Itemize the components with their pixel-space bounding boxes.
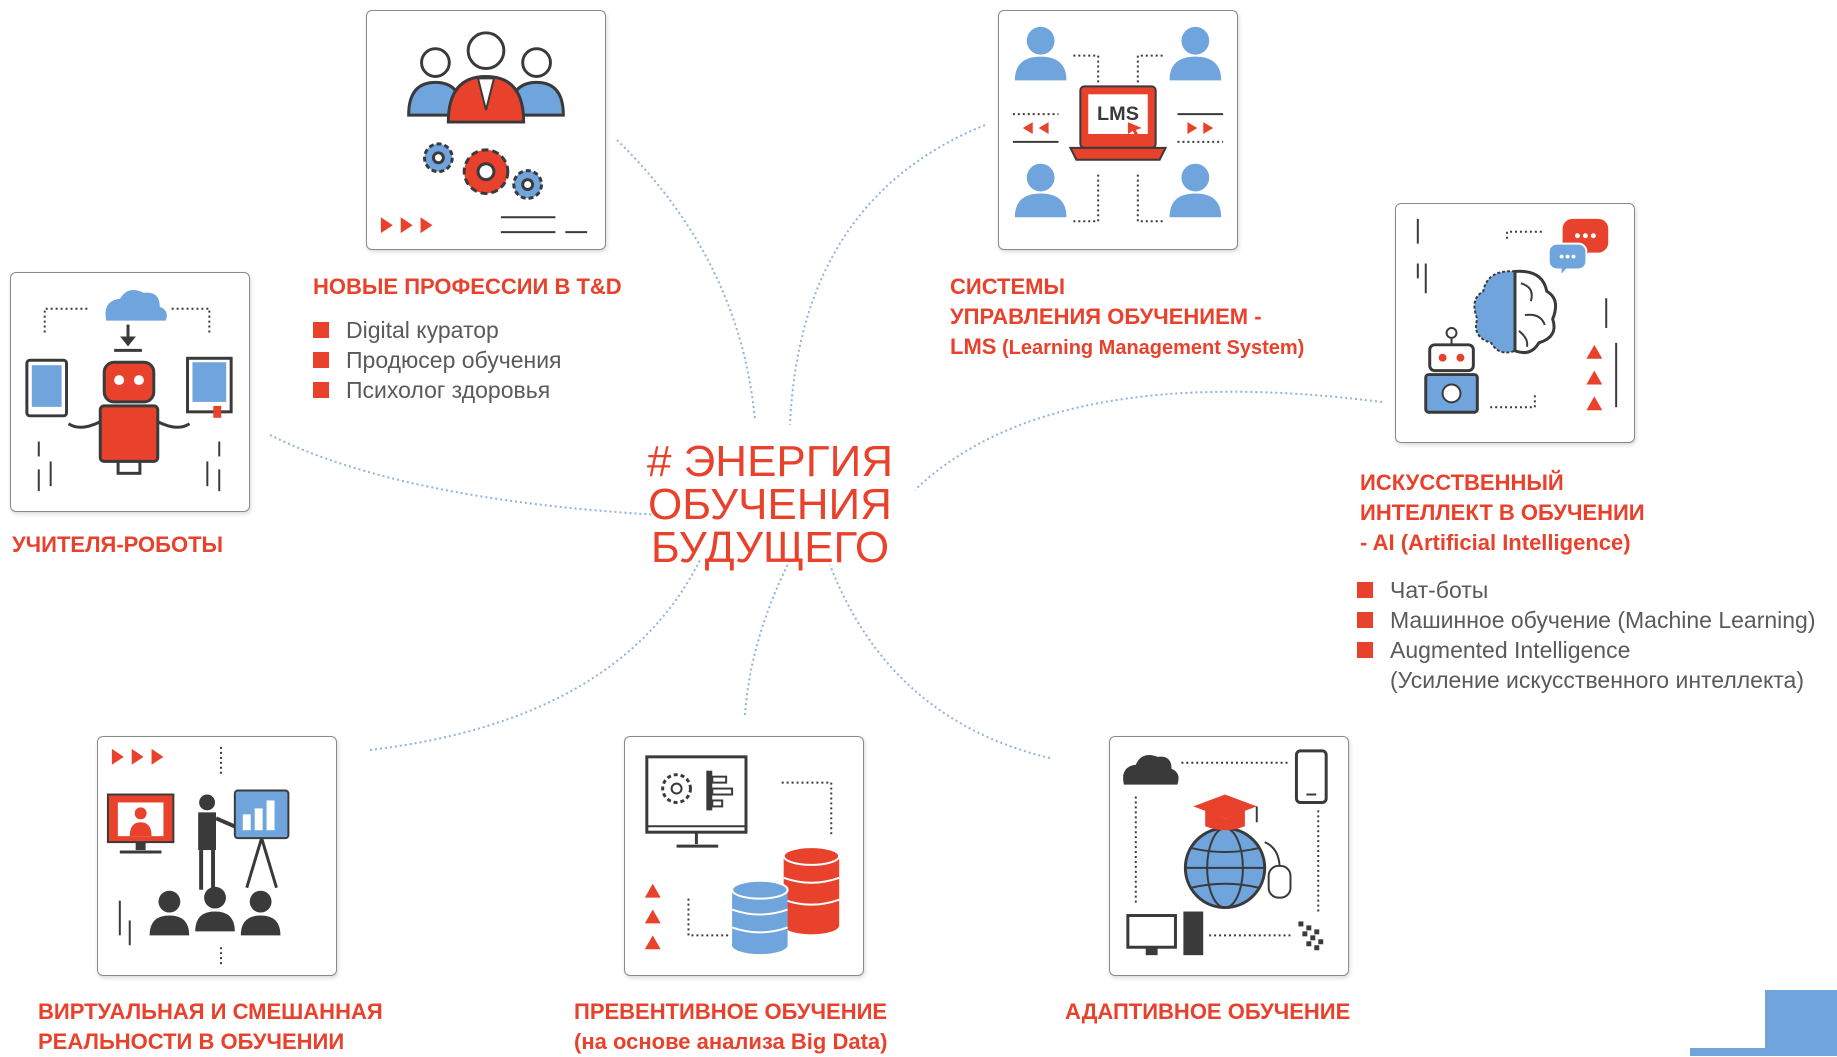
mouse-icon <box>1264 841 1292 899</box>
preventive-card <box>624 736 864 976</box>
ai-title-line1: ИСКУССТВЕННЫЙ <box>1360 470 1564 495</box>
book-icon <box>186 356 233 418</box>
presenter-icon <box>198 794 240 890</box>
robot-icon <box>1424 326 1479 414</box>
bullet-square-icon <box>1357 642 1373 658</box>
smartphone-icon <box>1294 749 1328 804</box>
globe-graduation-icon <box>1183 794 1267 910</box>
lms-title: СИСТЕМЫ УПРАВЛЕНИЯ ОБУЧЕНИЕМ - LMS (Lear… <box>950 272 1304 363</box>
bullet-square-icon <box>1357 612 1373 628</box>
corner-decoration <box>1765 990 1837 1056</box>
cloud-icon <box>1123 755 1179 785</box>
list-item: Психолог здоровья <box>313 375 562 405</box>
big-data-icon <box>644 755 841 955</box>
user-icon <box>1014 26 1067 81</box>
list-item: Digital куратор <box>313 315 562 345</box>
adaptive-card <box>1109 736 1349 976</box>
center-title-line3: БУДУЩЕГО <box>650 523 890 572</box>
list-item: Чат-боты <box>1357 575 1816 605</box>
robots-card <box>10 272 250 512</box>
list-item: Машинное обучение (Machine Learning) <box>1357 605 1816 635</box>
cloud-download-icon <box>105 289 167 352</box>
adaptive-learning-icon <box>1123 749 1328 956</box>
center-title: # ЭНЕРГИЯ ОБУЧЕНИЯ БУДУЩЕГО <box>600 437 940 572</box>
play-arrows-icon <box>380 217 433 234</box>
vr-title-line1: ВИРТУАЛЬНАЯ И СМЕШАННАЯ <box>38 999 383 1024</box>
presentation-icon <box>106 746 290 968</box>
connector-adaptive <box>829 564 1051 759</box>
vr-card <box>97 736 337 976</box>
preventive-title-line1: ПРЕВЕНТИВНОЕ ОБУЧЕНИЕ <box>574 999 888 1024</box>
database-icon <box>731 846 841 955</box>
professions-title: НОВЫЕ ПРОФЕССИИ В T&D <box>313 274 622 299</box>
triangles-icon <box>644 883 661 950</box>
list-item: Augmented Intelligence(Усиление искусств… <box>1357 635 1816 695</box>
arrows-icon <box>1022 122 1214 134</box>
robots-title: УЧИТЕЛЯ-РОБОТЫ <box>12 532 224 557</box>
desktop-computer-icon <box>1126 911 1204 956</box>
vr-title-line2: РЕАЛЬНОСТИ В ОБУЧЕНИИ <box>38 1029 345 1054</box>
brain-icon <box>1473 269 1558 354</box>
corner-decoration-strip <box>1690 1048 1765 1056</box>
connector-professions <box>616 139 756 421</box>
user-icon <box>1169 26 1222 81</box>
ai-card <box>1395 203 1635 443</box>
preventive-title-line2: (на основе анализа Big Data) <box>574 1029 888 1054</box>
audience-icon <box>149 886 281 936</box>
lms-network-icon: LMS <box>1012 26 1224 223</box>
laptop-icon: LMS <box>1068 85 1168 161</box>
robot-icon <box>67 360 191 475</box>
video-screen-icon <box>106 793 175 854</box>
robot-teacher-icon <box>25 289 233 492</box>
list-item: Продюсер обучения <box>313 345 562 375</box>
lms-screen-label: LMS <box>1097 103 1139 125</box>
chat-bubbles-icon <box>1547 218 1609 280</box>
ai-title-line3: - AI (Artificial Intelligence) <box>1360 530 1631 555</box>
lms-title-line3: LMS (Learning Management System) <box>950 334 1305 359</box>
tablet-icon <box>25 358 69 418</box>
bullet-square-icon <box>313 382 329 398</box>
ai-title: ИСКУССТВЕННЫЙ ИНТЕЛЛЕКТ В ОБУЧЕНИИ - AI … <box>1360 468 1645 558</box>
preventive-title: ПРЕВЕНТИВНОЕ ОБУЧЕНИЕ (на основе анализа… <box>574 997 887 1057</box>
chart-board-icon <box>233 789 290 889</box>
lms-title-line1: СИСТЕМЫ <box>950 274 1066 299</box>
user-icon <box>1169 163 1222 218</box>
ai-title-line2: ИНТЕЛЛЕКТ В ОБУЧЕНИИ <box>1360 500 1645 525</box>
ai-list: Чат-боты Машинное обучение (Machine Lear… <box>1357 575 1816 695</box>
center-title-line1: # ЭНЕРГИЯ <box>646 437 894 486</box>
connector-robots <box>269 434 661 516</box>
user-icon <box>1014 163 1067 218</box>
bullet-square-icon <box>313 322 329 338</box>
bullet-square-icon <box>313 352 329 368</box>
connector-vr <box>369 559 701 751</box>
triangles-icon <box>1586 344 1603 411</box>
lms-card: LMS <box>998 10 1238 250</box>
bullet-square-icon <box>1357 582 1373 598</box>
connector-ai <box>914 390 1383 491</box>
ai-item3-subline: (Усиление искусственного интеллекта) <box>1390 667 1805 693</box>
pixels-icon <box>1298 921 1324 951</box>
team-icon <box>407 31 565 124</box>
adaptive-title: АДАПТИВНОЕ ОБУЧЕНИЕ <box>1065 999 1351 1024</box>
lms-title-line2: УПРАВЛЕНИЯ ОБУЧЕНИЕМ - <box>950 304 1262 329</box>
vr-title: ВИРТУАЛЬНАЯ И СМЕШАННАЯ РЕАЛЬНОСТИ В ОБУ… <box>38 997 383 1057</box>
monitor-analytics-icon <box>645 755 748 848</box>
gears-icon <box>423 142 544 200</box>
center-title-line2: ОБУЧЕНИЯ <box>648 480 892 529</box>
play-arrows-icon <box>111 748 164 765</box>
professions-list: Digital куратор Продюсер обучения Психол… <box>313 315 562 405</box>
ai-brain-robot-icon <box>1416 218 1618 414</box>
professions-card <box>366 10 606 250</box>
connector-preventive <box>744 559 791 716</box>
team-gears-icon <box>380 31 588 234</box>
